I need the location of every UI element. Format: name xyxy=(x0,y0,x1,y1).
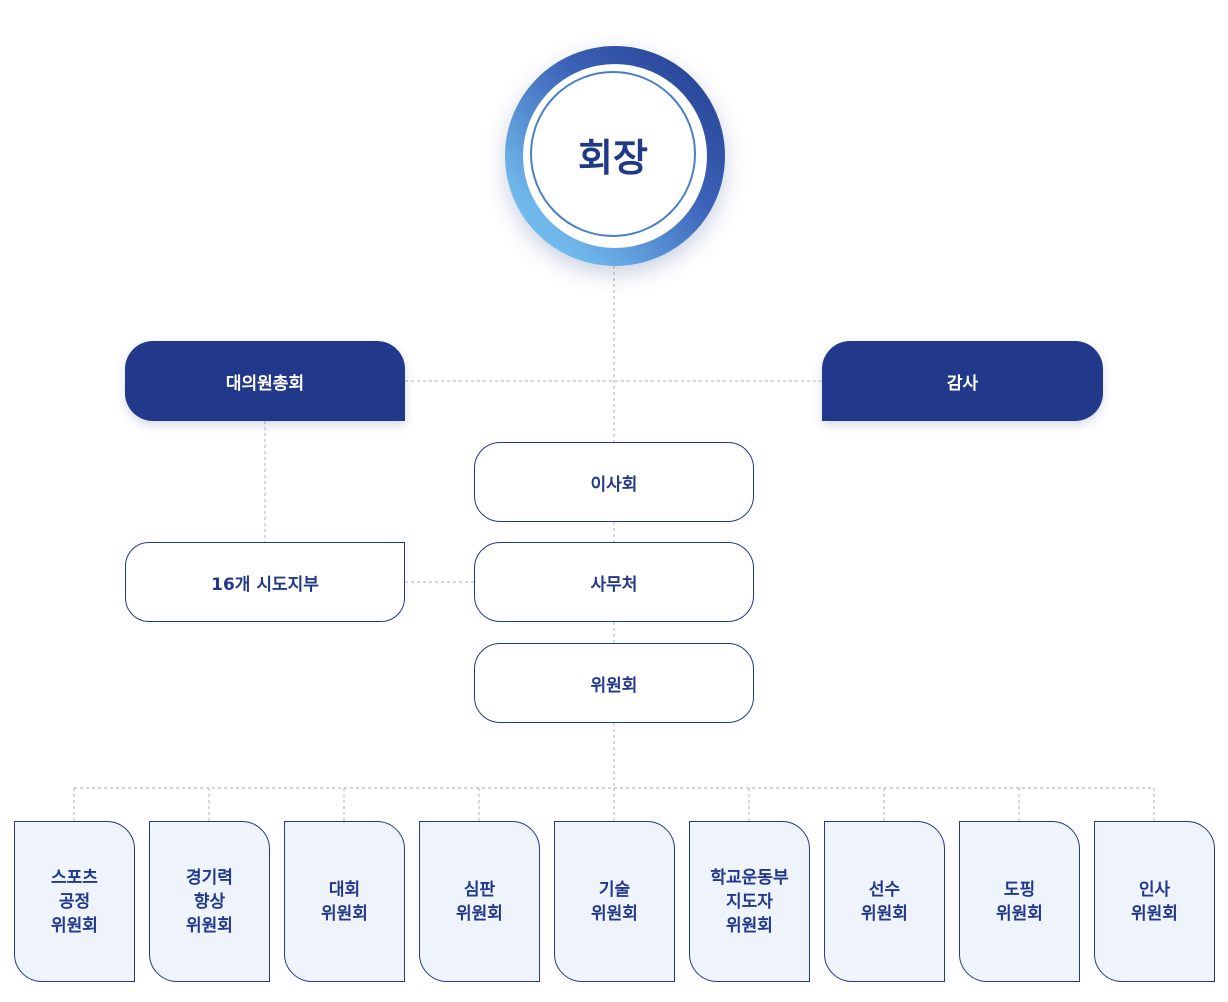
committee-box: 경기력 향상 위원회 xyxy=(149,821,270,982)
assembly-node: 대의원총회 xyxy=(125,341,405,421)
committee-box: 대회 위원회 xyxy=(284,821,405,982)
committee-node: 위원회 xyxy=(474,643,754,723)
board-node: 이사회 xyxy=(474,442,754,522)
committee-box: 선수 위원회 xyxy=(824,821,945,982)
committee-box: 학교운동부 지도자 위원회 xyxy=(689,821,810,982)
audit-node: 감사 xyxy=(822,341,1103,421)
committee-box: 스포츠 공정 위원회 xyxy=(14,821,135,982)
committee-box: 기술 위원회 xyxy=(554,821,675,982)
committee-box: 인사 위원회 xyxy=(1094,821,1215,982)
secretariat-node: 사무처 xyxy=(474,542,754,622)
committee-box: 심판 위원회 xyxy=(419,821,540,982)
secretariat-label: 사무처 xyxy=(590,574,638,595)
audit-label: 감사 xyxy=(946,373,979,394)
committee-box: 도핑 위원회 xyxy=(959,821,1080,982)
assembly-label: 대의원총회 xyxy=(225,373,305,394)
board-label: 이사회 xyxy=(590,474,638,495)
committee-label: 위원회 xyxy=(590,675,638,696)
chairman-label: 회장 xyxy=(578,135,648,180)
chairman-node: 회장 xyxy=(530,71,696,237)
branches-node: 16개 시도지부 xyxy=(125,542,405,622)
branches-label: 16개 시도지부 xyxy=(211,574,319,595)
